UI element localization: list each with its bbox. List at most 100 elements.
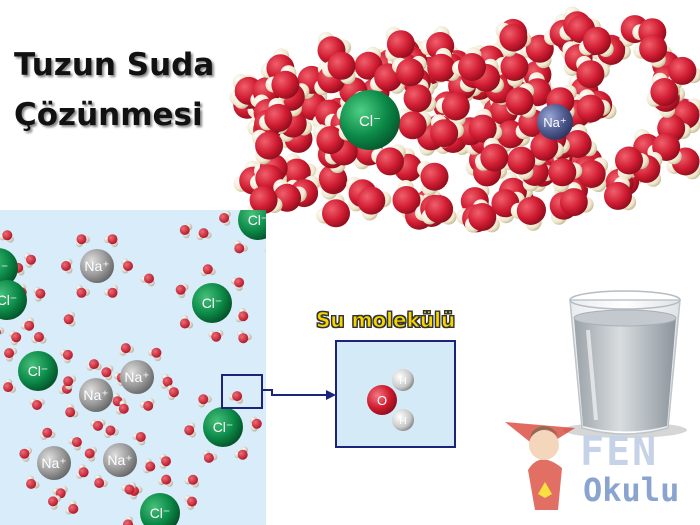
- solution-water-molecule: [184, 495, 197, 510]
- solution-water-molecule: [121, 482, 136, 495]
- solution-water-molecule: [119, 343, 135, 356]
- solution-water-molecule: [19, 447, 32, 462]
- cluster-water-molecule: [576, 89, 611, 123]
- solution-water-molecule: [250, 416, 262, 432]
- sodium-ion: Na⁺: [103, 443, 137, 477]
- cluster-water-molecule: [430, 114, 464, 148]
- sodium-label: Na⁺: [124, 369, 149, 385]
- cluster-water-molecule: [615, 146, 649, 181]
- solution-water-molecule: [76, 464, 89, 479]
- solution-water-molecule: [175, 283, 189, 299]
- solution-water-molecule: [29, 398, 45, 410]
- cluster-water-molecule: [396, 108, 432, 140]
- chloride-label: Cl⁻: [0, 260, 8, 276]
- cluster-water-molecule: [563, 124, 597, 158]
- cluster-water-molecule: [576, 55, 610, 89]
- cluster-water-molecule: [357, 186, 392, 221]
- cluster-water-molecule: [494, 53, 529, 87]
- solution-water-molecule: [202, 450, 218, 463]
- solution-water-molecule: [159, 453, 171, 469]
- solution-water-molecule: [0, 327, 5, 335]
- solution-water-molecule: [104, 425, 119, 438]
- chloride-ion: Cl⁻: [192, 283, 232, 323]
- cluster-water-molecule: [421, 195, 457, 225]
- sodium-ion: Na⁺: [120, 360, 154, 394]
- cluster-water-molecule: [259, 98, 293, 132]
- cluster-water-molecule: [475, 137, 509, 172]
- sodium-ion: Na⁺: [80, 249, 114, 283]
- solution-water-molecule: [31, 332, 47, 344]
- sodium-label: Na⁺: [83, 387, 108, 403]
- solution-water-molecule: [48, 495, 61, 510]
- cluster-water-molecule: [548, 158, 583, 193]
- sodium-label: Na⁺: [107, 452, 132, 468]
- solution-water-molecule: [115, 400, 129, 415]
- solution-water-molecule: [264, 246, 266, 253]
- solution-water-molecule: [0, 230, 14, 243]
- solution-water-molecule: [143, 458, 156, 474]
- solution-water-molecule: [63, 375, 77, 390]
- cluster-water-molecule: [265, 65, 300, 99]
- water-molecule-zoom: O H H: [335, 340, 456, 448]
- cluster-sodium-ion: Na⁺: [537, 104, 573, 140]
- solution-water-molecule: [121, 258, 133, 274]
- solution-water-molecule: [68, 437, 82, 451]
- solution-water-molecule: [234, 240, 248, 254]
- solution-water-molecule: [9, 330, 22, 346]
- cluster-water-molecule: [385, 26, 415, 62]
- solution-water-molecule: [132, 432, 146, 446]
- solution-water-molecule: [84, 446, 97, 462]
- chloride-ion: Cl⁻: [18, 351, 58, 391]
- chloride-ion: Cl⁻: [0, 280, 27, 320]
- solution-water-molecule: [86, 359, 102, 371]
- cluster-water-molecule: [313, 124, 348, 155]
- solution-water-molecule: [61, 258, 73, 274]
- solution-water-molecule: [33, 286, 46, 302]
- solution-water-molecule: [147, 347, 162, 362]
- cluster-water-molecule: [577, 157, 609, 193]
- chloride-label: Cl⁻: [248, 212, 269, 228]
- cluster-water-molecule: [417, 161, 449, 196]
- solution-water-molecule: [26, 475, 40, 489]
- hydrogen-atom-top: [392, 369, 414, 391]
- solution-water-molecule: [228, 391, 244, 404]
- solution-water-molecule: [104, 284, 119, 298]
- solution-water-molecule: [65, 403, 79, 418]
- solution-water-molecule: [230, 277, 245, 291]
- water-molecule-model: O H H: [367, 369, 414, 431]
- sodium-ion: Na⁺: [37, 446, 71, 480]
- solution-water-molecule: [184, 474, 200, 488]
- oxygen-atom: [367, 385, 397, 415]
- solution-water-molecule: [219, 210, 231, 226]
- chloride-label: Cl⁻: [213, 419, 234, 435]
- solution-water-molecule: [160, 373, 173, 389]
- solution-water-molecule: [208, 329, 224, 342]
- cluster-water-molecule: [559, 182, 594, 217]
- solution-water-molecule: [167, 385, 179, 401]
- sodium-label: Na⁺: [84, 258, 109, 274]
- cluster-sodium-label: Na⁺: [543, 115, 566, 130]
- cluster-water-molecule: [468, 108, 503, 143]
- solution-water-molecule: [75, 234, 90, 248]
- solution-water-molecule: [60, 349, 73, 364]
- solution-water-molecule: [65, 500, 79, 515]
- solution-water-molecule: [63, 311, 76, 327]
- solution-water-molecule: [237, 330, 252, 344]
- solution-water-molecule: [179, 223, 193, 239]
- hydrogen-label-top: H: [399, 376, 406, 387]
- logo-line-1: FEN: [580, 429, 659, 475]
- cluster-water-molecule: [604, 176, 637, 211]
- solution-water-molecule: [101, 365, 114, 381]
- solution-water-molecule: [3, 378, 16, 393]
- title-line-2: Çözünmesi: [14, 97, 203, 133]
- solution-water-molecule: [140, 273, 155, 287]
- cluster-water-molecule: [501, 146, 536, 180]
- cluster-water-molecule: [530, 132, 564, 166]
- solution-water-molecule: [158, 474, 174, 487]
- hydrogen-atom-bottom: [392, 409, 414, 431]
- diagram-title: Tuzun Suda Çözünmesi: [14, 40, 224, 140]
- solution-water-molecule: [184, 422, 196, 438]
- solution-water-molecule: [76, 284, 90, 298]
